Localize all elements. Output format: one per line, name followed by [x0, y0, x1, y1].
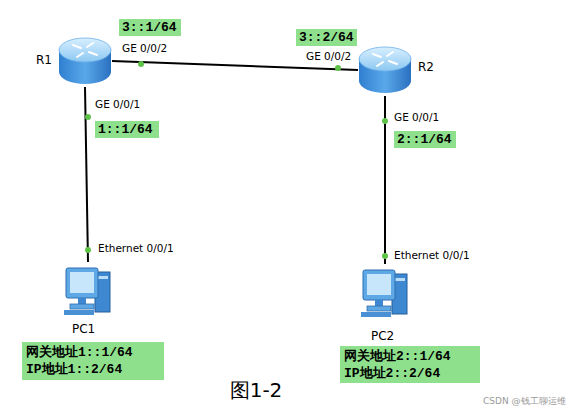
address-box: 网关地址2::1/64IP地址2::2/64 — [340, 346, 480, 383]
address-line: 网关地址1::1/64 — [26, 344, 160, 361]
network-link — [85, 87, 88, 262]
interface-name: GE 0/0/1 — [394, 111, 439, 123]
port-dot — [382, 118, 388, 124]
port-dot — [335, 65, 341, 71]
interface-name: GE 0/0/2 — [306, 50, 351, 62]
port-dot — [85, 114, 91, 120]
device-name: PC2 — [371, 329, 394, 343]
ip-tag: 3::2/64 — [296, 29, 357, 46]
port-dot — [382, 253, 388, 259]
ip-tag: 1::1/64 — [95, 121, 159, 138]
address-line: IP地址2::2/64 — [344, 365, 476, 382]
address-line: IP地址1::2/64 — [26, 361, 160, 378]
device-name: R2 — [418, 60, 434, 74]
interface-name: GE 0/0/2 — [122, 42, 167, 54]
ip-tag: 3::1/64 — [119, 19, 181, 36]
watermark: CSDN @钱工聊运维 — [483, 395, 566, 408]
interface-name: Ethernet 0/0/1 — [98, 242, 174, 254]
pc-icon — [62, 262, 114, 318]
router-node: R2 — [358, 44, 412, 96]
port-dot — [138, 61, 144, 67]
ip-address: 3::1/64 — [122, 20, 178, 35]
device-name: PC1 — [72, 322, 95, 336]
interface-name: GE 0/0/1 — [95, 98, 140, 110]
device-name: R1 — [36, 53, 52, 67]
router-node: R1 — [58, 35, 112, 87]
address-box: 网关地址1::1/64IP地址1::2/64 — [22, 342, 164, 380]
ip-address: 3::2/64 — [299, 30, 354, 45]
network-link — [384, 96, 386, 264]
address-line: 网关地址2::1/64 — [344, 348, 476, 365]
pc-icon — [359, 264, 411, 320]
ip-address: 2::1/64 — [397, 132, 453, 147]
router-icon — [58, 35, 112, 87]
pc-node: PC1 — [62, 262, 114, 318]
port-dot — [85, 247, 91, 253]
interface-name: Ethernet 0/0/1 — [394, 249, 470, 261]
pc-node: PC2 — [359, 264, 411, 320]
network-link — [112, 61, 358, 70]
ip-tag: 2::1/64 — [394, 131, 456, 148]
ip-address: 1::1/64 — [98, 122, 156, 137]
router-icon — [358, 44, 412, 96]
